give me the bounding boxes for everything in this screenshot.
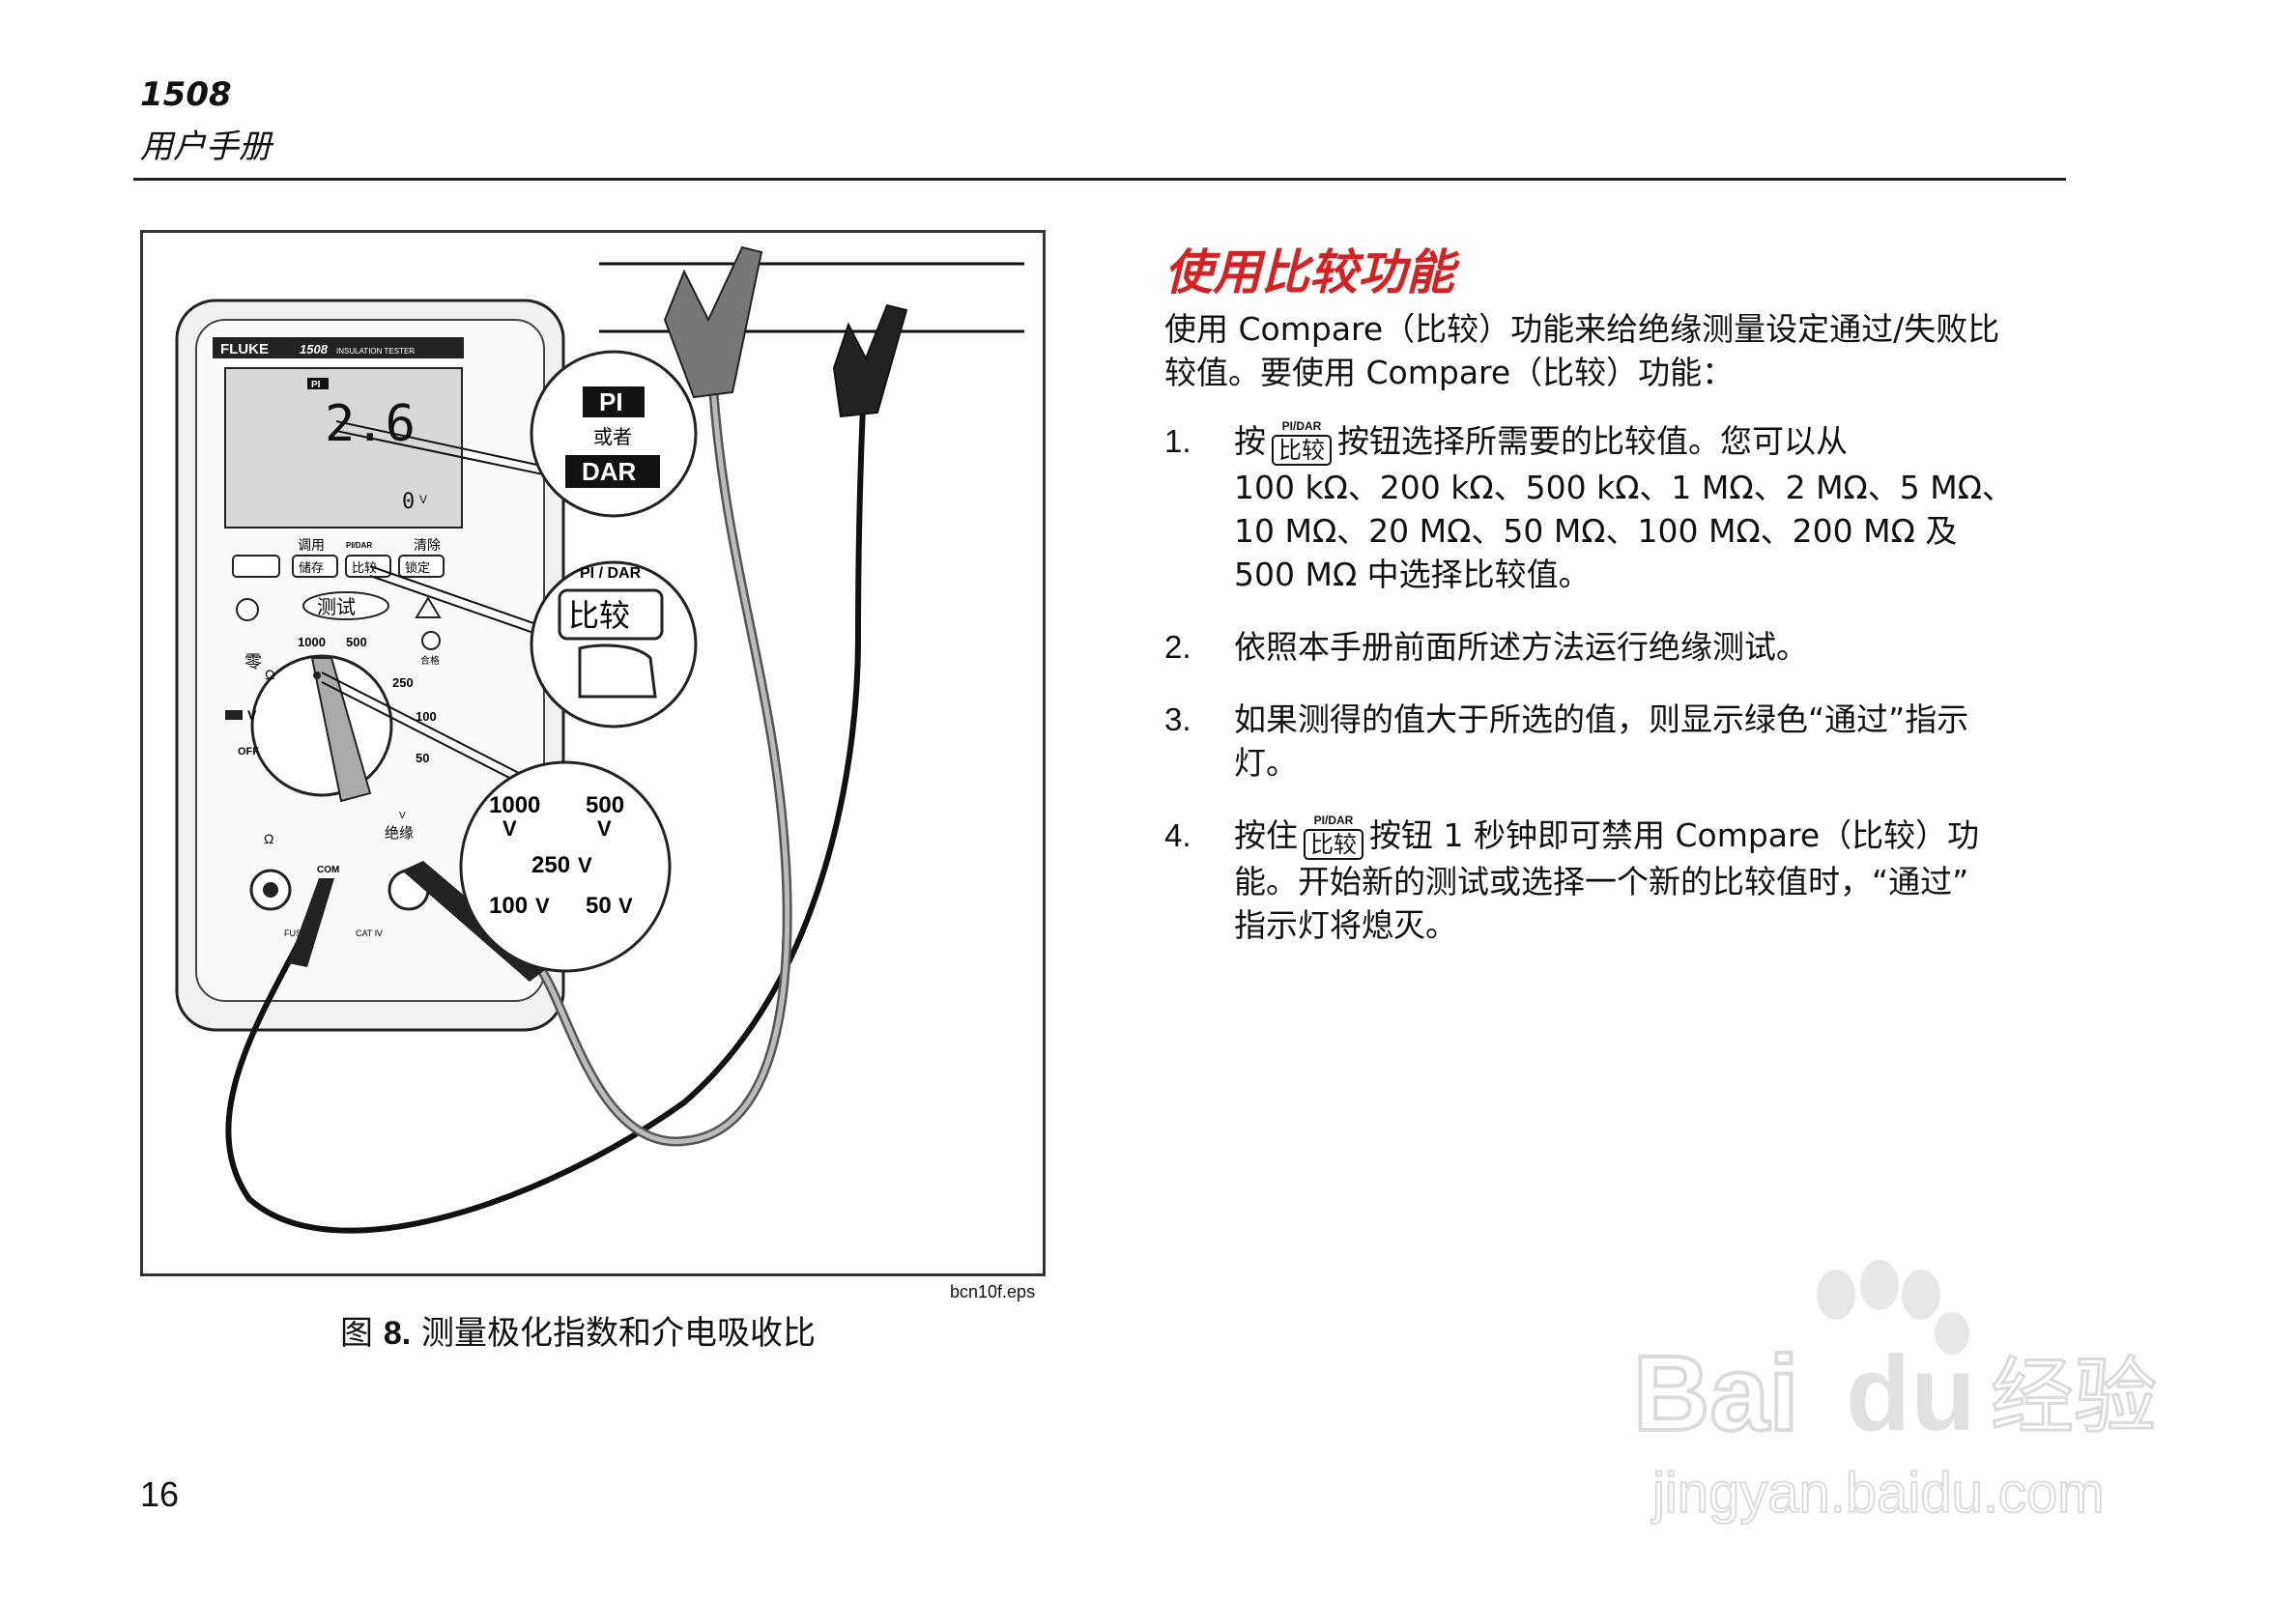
manual-subtitle: 用户手册 xyxy=(140,128,272,166)
meter-model-desc: INSULATION TESTER xyxy=(336,347,415,356)
meter-compare-button: 比较 xyxy=(352,561,377,576)
meter-lock-button: 锁定 xyxy=(405,560,430,576)
callout-ranges xyxy=(459,760,672,973)
meter-blank-button xyxy=(232,555,280,578)
intro-paragraph: 使用 Compare（比较）功能来给绝缘测量设定通过/失败比 较值。要使用 Co… xyxy=(1164,310,2000,391)
range-250-unit: V xyxy=(578,853,592,877)
backlight-icon xyxy=(236,598,259,621)
dial-50: 50 xyxy=(416,751,429,765)
callout-pi: PI xyxy=(599,387,623,416)
display-volts-unit: V xyxy=(419,493,427,506)
manual-model: 1508 xyxy=(140,75,232,114)
figure-illustration: FLUKE 1508 INSULATION TESTER PI 2.6 0 V … xyxy=(175,245,1024,1234)
dial-zero: 零 xyxy=(244,652,262,672)
step-3: 3. 如果测得的值大于所选的值，则显示绿色“通过”指示 灯。 xyxy=(1164,700,1969,782)
watermark-url: jingyan.baidu.com xyxy=(1650,1462,2105,1525)
dial-100: 100 xyxy=(416,709,437,724)
callout-or: 或者 xyxy=(593,425,632,448)
jack-insulation-label: 绝缘 xyxy=(385,824,414,842)
page-number: 16 xyxy=(140,1474,180,1514)
jack-fuse-label: FUSE xyxy=(284,929,307,938)
label-recall: 调用 xyxy=(298,538,325,554)
range-100: 100 xyxy=(489,893,528,919)
jack-com-label: COM xyxy=(317,865,339,875)
dial-500: 500 xyxy=(346,635,367,649)
range-1000: 1000 xyxy=(489,792,540,818)
range-500: 500 xyxy=(586,792,624,818)
watermark-brand: Bai xyxy=(1633,1334,1798,1453)
range-500-unit: V xyxy=(597,816,612,841)
meter-body: FLUKE 1508 INSULATION TESTER PI 2.6 0 V … xyxy=(175,299,565,1032)
range-50-unit: V xyxy=(618,894,633,918)
range-250: 250 xyxy=(531,852,570,878)
display-volts: 0 xyxy=(402,490,415,514)
step-2: 2. 依照本手册前面所述方法运行绝缘测试。 xyxy=(1164,628,1808,666)
dial-v: V xyxy=(247,707,257,723)
callout-button-label: PI / DAR xyxy=(580,565,642,582)
baidu-watermark: Bai du 经验 jingyan.baidu.com xyxy=(1633,1260,2159,1526)
watermark-cn: 经验 xyxy=(1991,1349,2157,1445)
figure-filename: bcn10f.eps xyxy=(950,1282,1036,1301)
warning-icon xyxy=(415,596,442,618)
callout-dar: DAR xyxy=(582,457,637,486)
jack-ohm-label: Ω xyxy=(264,831,273,846)
header-rule xyxy=(133,178,2066,181)
finger-icon xyxy=(578,643,657,699)
label-pidar: PI/DAR xyxy=(346,541,372,550)
meter-store-button: 储存 xyxy=(299,561,324,576)
pass-led xyxy=(421,631,441,650)
meter-model: 1508 xyxy=(300,342,329,357)
figure-caption: 图 8. 测量极化指数和介电吸收比 xyxy=(340,1314,816,1353)
range-100-unit: V xyxy=(535,894,550,918)
dial-ohm: Ω xyxy=(265,667,274,682)
jack-v-label: V xyxy=(399,811,406,821)
label-clear: 清除 xyxy=(414,538,441,554)
dial-off: OFF xyxy=(238,746,259,757)
display-mode: PI xyxy=(311,380,321,390)
range-1000-unit: V xyxy=(502,816,517,841)
jack-cat-label: CAT Ⅳ xyxy=(356,929,384,938)
callout-button-key: 比较 xyxy=(568,597,630,634)
figure-frame: FLUKE 1508 INSULATION TESTER PI 2.6 0 V … xyxy=(140,230,1046,1276)
meter-brand: FLUKE xyxy=(220,341,269,357)
pass-label: 合格 xyxy=(420,654,440,667)
dial-250: 250 xyxy=(392,675,414,690)
dial-1000: 1000 xyxy=(298,635,326,649)
range-50: 50 xyxy=(586,893,612,919)
watermark-brand2: du xyxy=(1846,1334,1975,1453)
section-title: 使用比较功能 xyxy=(1164,244,1454,300)
meter-test-button: 测试 xyxy=(317,595,356,618)
